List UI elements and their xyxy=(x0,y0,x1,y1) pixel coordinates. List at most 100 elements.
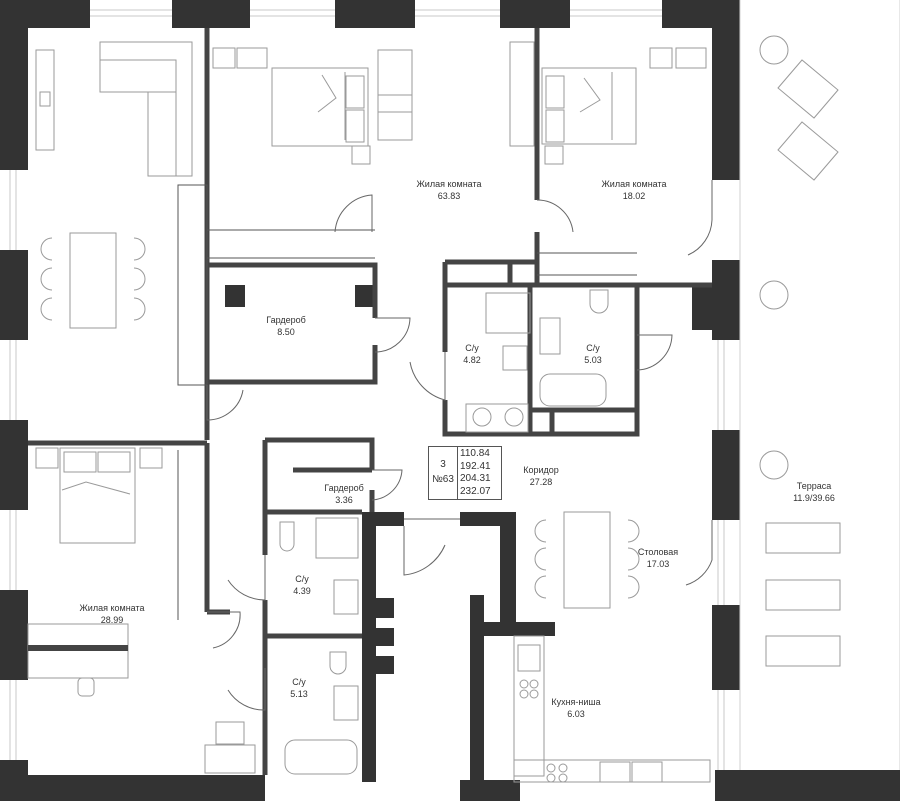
windows xyxy=(9,0,900,770)
shaft-wall-top-left xyxy=(362,512,404,526)
wall-right-2 xyxy=(712,260,740,340)
bed-left xyxy=(59,447,136,544)
door-wardrobe-top xyxy=(374,317,411,353)
wall-left-4 xyxy=(0,590,28,680)
door-terrace-2 xyxy=(685,520,713,586)
shaft-block-1 xyxy=(368,598,394,618)
area-value: 204.31 xyxy=(460,473,491,484)
door-bedroom-left xyxy=(207,611,241,649)
room-name: Гардероб xyxy=(266,315,306,325)
area-value: 192.41 xyxy=(460,460,491,472)
room-label-kitchen: Кухня-ниша 6.03 xyxy=(551,696,600,720)
furniture xyxy=(27,35,841,783)
room-label-bedroom-left: Жилая комната 28.99 xyxy=(79,602,144,626)
door-bath-d xyxy=(227,668,266,711)
wall-bottom-left xyxy=(0,775,265,801)
sink-d xyxy=(333,685,359,721)
room-area: 27.28 xyxy=(529,477,553,487)
room-area: 4.82 xyxy=(463,355,481,365)
thin-lines xyxy=(177,184,637,620)
door-bath-c xyxy=(227,555,266,601)
room-area: 5.03 xyxy=(584,355,602,365)
door-bedroom-right xyxy=(536,199,574,233)
door-living xyxy=(334,194,373,233)
room-label-corridor: Коридор 27.28 xyxy=(523,464,559,488)
column-2 xyxy=(355,285,375,307)
plant-3 xyxy=(759,450,789,480)
room-name: С/у xyxy=(465,343,479,353)
room-name: Жилая комната xyxy=(416,179,482,189)
room-name: Кухня-ниша xyxy=(551,697,601,707)
sofa xyxy=(99,41,193,177)
room-name: Коридор xyxy=(523,465,559,475)
wall-bottom-right xyxy=(715,770,900,801)
wall-right-3 xyxy=(712,430,740,520)
door-bath-a xyxy=(409,352,446,401)
sink-b xyxy=(539,317,561,355)
bench-2 xyxy=(765,635,841,667)
room-label-living: Жилая комната 63.83 xyxy=(416,178,481,202)
room-name: Жилая комната xyxy=(79,603,145,613)
column-1 xyxy=(225,285,245,307)
shaft-wall-right xyxy=(500,526,516,622)
room-area: 28.99 xyxy=(100,615,124,625)
room-area: 18.02 xyxy=(622,191,646,201)
wall-top-3 xyxy=(335,0,415,28)
wall-left-3 xyxy=(0,420,28,510)
bathtub-b xyxy=(539,373,607,407)
wall-top-2 xyxy=(172,0,250,28)
kitchen-counter-bottom xyxy=(513,759,711,783)
room-label-bath-a: С/у 4.82 xyxy=(463,342,481,366)
kitchen-wall-top xyxy=(470,622,555,636)
room-label-bath-b: С/у 5.03 xyxy=(584,342,602,366)
kitchen-wall-left xyxy=(470,595,484,795)
wall-left-1 xyxy=(0,0,28,170)
room-name: Жилая комната xyxy=(601,179,667,189)
apartment-areas: 110.84 192.41 204.31 232.07 xyxy=(460,448,491,498)
bench-1 xyxy=(765,522,841,554)
room-area: 63.83 xyxy=(437,191,461,201)
shaft-block-2 xyxy=(368,628,394,646)
plant-2 xyxy=(759,280,789,310)
kitchen-counter xyxy=(513,635,545,777)
room-name: С/у xyxy=(586,343,600,353)
room-area: 17.03 xyxy=(646,559,670,569)
wall-right-4 xyxy=(712,605,740,690)
toilet-b xyxy=(589,289,609,314)
sink-c xyxy=(333,579,359,615)
wall-left-2 xyxy=(0,250,28,340)
room-name: Гардероб xyxy=(324,483,364,493)
shaft-wall-top-right xyxy=(460,512,516,526)
area-value: 232.07 xyxy=(460,485,491,497)
wall-bottom-mid xyxy=(460,780,520,801)
room-area: 5.13 xyxy=(290,689,308,699)
partitions xyxy=(28,28,712,775)
shower-a xyxy=(485,292,531,334)
dining-table-right xyxy=(563,511,611,609)
room-label-dining: Столовая 17.03 xyxy=(638,546,678,570)
room-area: 11.9/39.66 xyxy=(793,493,835,503)
info-left-column: 3 №63 xyxy=(429,447,458,499)
door-bath-b xyxy=(636,334,673,371)
column-3 xyxy=(692,285,714,330)
dining-table-left xyxy=(69,232,117,329)
room-label-terrace: Терраса 11.9/39.66 xyxy=(793,480,835,504)
room-label-bedroom-right: Жилая комната 18.02 xyxy=(601,178,666,202)
rooms-count: 3 xyxy=(440,459,446,470)
room-name: С/у xyxy=(295,574,309,584)
room-label-wardrobe-small: Гардероб 3.36 xyxy=(324,482,364,506)
apartment-number: №63 xyxy=(432,474,454,485)
room-label-bath-d: С/у 5.13 xyxy=(290,676,308,700)
door-terrace-1 xyxy=(687,180,713,256)
room-name: Столовая xyxy=(637,547,679,557)
bed-right xyxy=(541,67,637,145)
wall-right-1 xyxy=(712,0,740,180)
room-name: С/у xyxy=(292,677,306,687)
sun-loungers xyxy=(777,59,839,181)
room-area: 4.39 xyxy=(293,586,311,596)
toilet-c xyxy=(279,521,295,552)
wall-top-4 xyxy=(500,0,570,28)
room-area: 6.03 xyxy=(567,709,585,719)
